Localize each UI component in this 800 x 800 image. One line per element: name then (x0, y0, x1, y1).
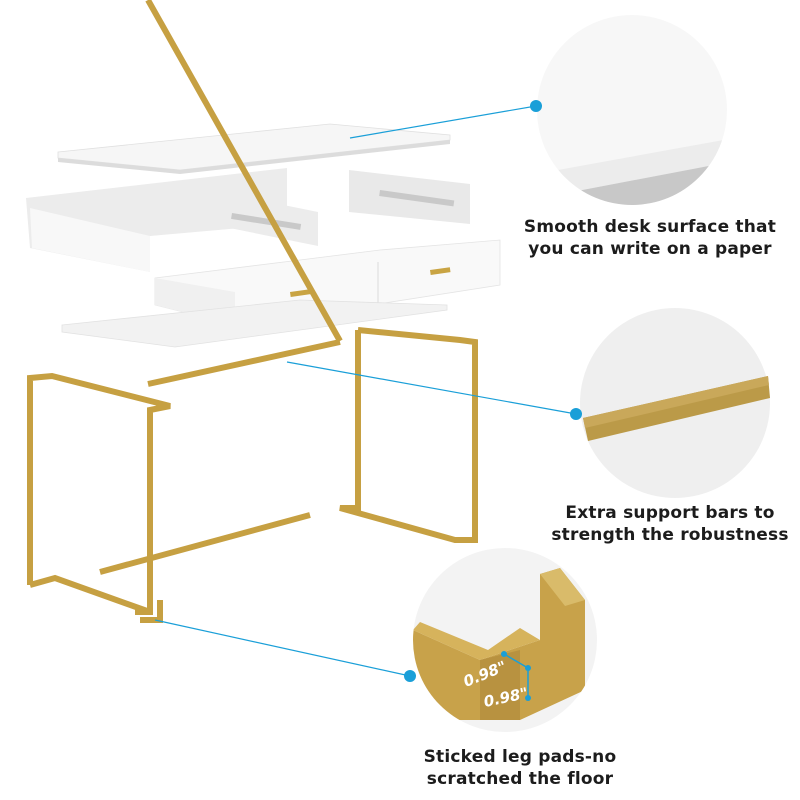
drawer-side-panel-left (200, 188, 318, 246)
caption-line: Extra support bars to (565, 503, 775, 523)
caption-support-bars: Extra support bars to strength the robus… (545, 502, 795, 546)
callout-connectors (154, 105, 577, 677)
caption-smooth-surface: Smooth desk surface that you can write o… (505, 216, 795, 260)
callout-dot-surface (530, 100, 542, 112)
caption-line: you can write on a paper (528, 239, 772, 259)
desk-bottom-shelf (61, 299, 448, 348)
gold-metal-frame (27, 0, 478, 623)
caption-line: Smooth desk surface that (523, 217, 777, 237)
detail-circle-support-bar (580, 308, 770, 498)
desk-top-panel (57, 123, 451, 174)
drawer-side-panel-right (349, 170, 470, 224)
callout-dot-legpads (404, 670, 416, 682)
caption-leg-pads: Sticked leg pads-no scratched the floor (385, 746, 655, 790)
detail-circle-leg-pad: 0.98" 0.98" (413, 548, 597, 732)
callout-dot-support (570, 408, 582, 420)
caption-line: Sticked leg pads-no (423, 747, 617, 767)
caption-line: scratched the floor (426, 769, 614, 789)
caption-line: strength the robustness (551, 525, 789, 545)
detail-circle-surface (537, 15, 727, 205)
